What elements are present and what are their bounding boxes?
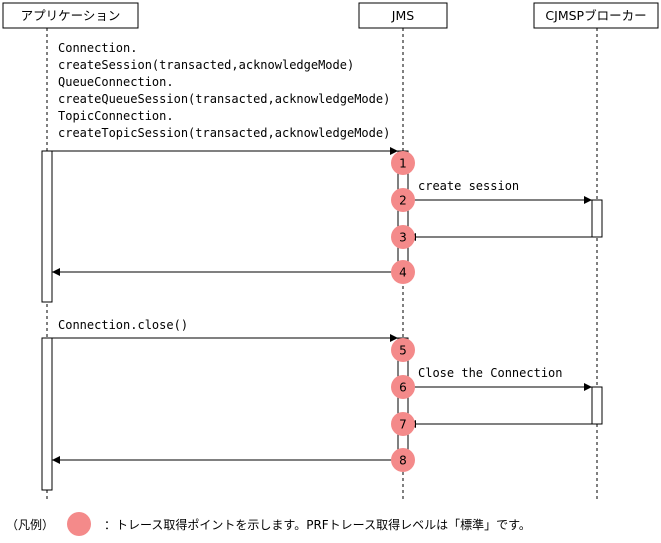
- trace-point-5: 5: [391, 338, 415, 362]
- trace-point-number: 8: [399, 454, 407, 468]
- legend-prefix: （凡例）: [6, 518, 54, 532]
- legend-trace-point-swatch: [67, 512, 91, 536]
- message-label-close-connection: Close the Connection: [418, 366, 563, 380]
- call-label-line: Connection.: [58, 41, 137, 55]
- message-label-create-session: create session: [418, 179, 519, 193]
- trace-point-6: 6: [391, 375, 415, 399]
- trace-point-2: 2: [391, 188, 415, 212]
- legend: （凡例） ：トレース取得ポイントを示します。PRFトレース取得レベルは「標準」で…: [6, 512, 531, 536]
- legend-text: ：トレース取得ポイントを示します。PRFトレース取得レベルは「標準」です。: [104, 517, 531, 532]
- call-label-line: createQueueSession(transacted,acknowledg…: [58, 92, 390, 106]
- activation-bar: [591, 386, 603, 425]
- call-label-close: Connection.close(): [58, 318, 188, 332]
- trace-point-number: 7: [399, 418, 407, 432]
- trace-point-number: 2: [399, 194, 407, 208]
- trace-point-7: 7: [391, 412, 415, 436]
- call-label-line: QueueConnection.: [58, 75, 174, 89]
- participant-label: JMS: [391, 8, 414, 23]
- trace-point-4: 4: [391, 260, 415, 284]
- call-label-line: TopicConnection.: [58, 109, 174, 123]
- call-label-create-session: Connection. createSession(transacted,ack…: [58, 41, 390, 140]
- trace-point-1: 1: [391, 151, 415, 175]
- participant-jms: JMS: [358, 2, 448, 29]
- participant-label: CJMSPブローカー: [545, 8, 646, 23]
- trace-point-number: 4: [399, 266, 407, 280]
- participant-application: アプリケーション: [2, 2, 139, 29]
- participant-broker: CJMSPブローカー: [533, 2, 659, 29]
- trace-point-number: 6: [399, 381, 407, 395]
- activation-bar: [41, 337, 53, 491]
- call-label-line: createSession(transacted,acknowledgeMode…: [58, 58, 354, 72]
- participant-label: アプリケーション: [21, 8, 121, 23]
- activation-bar: [591, 199, 603, 238]
- trace-point-number: 3: [399, 231, 407, 245]
- trace-point-8: 8: [391, 448, 415, 472]
- trace-point-3: 3: [391, 225, 415, 249]
- call-label-line: createTopicSession(transacted,acknowledg…: [58, 126, 390, 140]
- trace-point-number: 5: [399, 344, 407, 358]
- trace-point-number: 1: [399, 157, 407, 171]
- activation-bar: [41, 150, 53, 303]
